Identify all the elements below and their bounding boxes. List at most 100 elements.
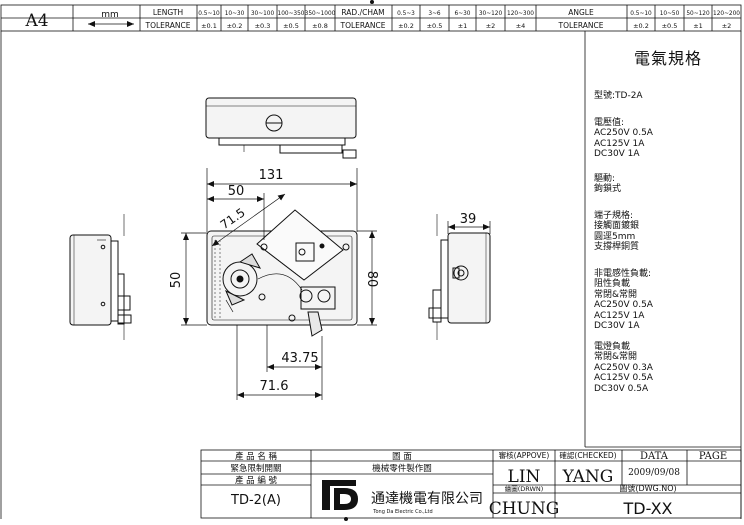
length-range: 0.5~10	[198, 11, 220, 17]
company-logo	[322, 480, 358, 510]
radcham-tolerance: ±0.5	[427, 22, 443, 30]
length-label: LENGTH	[153, 8, 183, 17]
length-tolerance: ±0.3	[255, 22, 271, 30]
spec-noninductive-section: 非電感性負載: 阻性負載 常閉&常開 AC250V 0.5A AC125V 1A…	[594, 269, 742, 332]
electrical-spec-panel: 電氣規格 型號:TD-2A 電壓值: AC250V 0.5A AC125V 1A…	[586, 33, 742, 446]
product-no: TD-2(A)	[230, 493, 281, 508]
dim-width-partial: 50	[228, 184, 245, 199]
dim-side-depth: 39	[460, 212, 477, 227]
company-name: 通達機電有限公司	[371, 491, 483, 507]
radcham-range: 3~6	[428, 11, 441, 17]
tolerance-label-3: TOLERANCE	[557, 21, 603, 30]
front-dimensions	[181, 168, 377, 400]
length-range: 30~100	[251, 11, 275, 17]
spec-lamp-section: 電燈負載 常閉&常開 AC250V 0.3A AC125V 0.5A DC30V…	[594, 342, 742, 395]
drawing-label: 圖 面	[392, 452, 412, 462]
spec-title: 電氣規格	[633, 49, 702, 68]
dim-height-right: 80	[364, 271, 379, 288]
date-value: 2009/09/08	[628, 468, 680, 478]
spec-lamp-line: AC250V 0.3A	[594, 362, 653, 373]
spec-rating-line: AC125V 1A	[594, 138, 645, 149]
page-label: PAGE	[699, 451, 727, 462]
paper-size: A4	[24, 11, 48, 31]
dim-diagonal: 71.5	[218, 205, 248, 232]
angle-range: 10~50	[660, 11, 680, 17]
length-cells: 0.5~10 ±0.1 10~30 ±0.2 30~100 ±0.3 100~350 ±0.5…	[198, 11, 335, 30]
angle-label: ANGLE	[568, 8, 594, 17]
dim-width-total: 131	[259, 168, 284, 183]
spec-rating-section: 電壓值: AC250V 0.5A AC125V 1A DC30V 1A	[594, 118, 742, 160]
radcham-range: 30~120	[479, 11, 503, 17]
spec-lamp-line: DC30V 0.5A	[594, 383, 649, 394]
length-range: 10~30	[225, 11, 245, 17]
length-tolerance: ±0.2	[227, 22, 243, 30]
spec-rating-line: DC30V 1A	[594, 149, 640, 159]
title-block-grid	[200, 449, 742, 519]
dim-bottom-long: 71.6	[260, 379, 289, 394]
angle-range: 120~200	[713, 11, 740, 17]
spec-terminal-line: 支撐桿銅質	[594, 242, 640, 252]
length-tolerance: ±0.5	[283, 22, 299, 30]
radcham-tolerance: ±0.2	[398, 22, 414, 30]
dwg-no-label: 圖號(DWG.NO)	[619, 483, 676, 493]
top-mark-dot	[370, 0, 374, 4]
spec-model-section: 型號:TD-2A	[594, 91, 742, 102]
radcham-tolerance: ±1	[458, 22, 468, 30]
spec-rating-heading: 電壓值:	[594, 117, 625, 128]
radcham-tolerance: ±2	[486, 22, 496, 30]
product-no-label: 產 品 編 號	[235, 475, 278, 486]
tolerance-label-2: TOLERANCE	[339, 21, 385, 30]
left-side-view	[69, 214, 132, 340]
spec-drive-heading: 驅動:	[594, 173, 616, 184]
spec-terminal-heading: 端子規格:	[594, 210, 634, 221]
spec-noninductive-line: 阻性負載	[594, 279, 631, 289]
spec-noninductive-line: AC125V 1A	[594, 310, 645, 321]
length-tolerance: ±0.8	[312, 22, 328, 30]
angle-range: 0.5~10	[630, 11, 652, 17]
spec-lamp-line: AC125V 0.5A	[594, 373, 653, 383]
dim-height-left: 50	[169, 272, 184, 289]
spec-terminal-section: 端子規格: 接觸面鍍銀 圓逕5mm 支撐桿銅質	[594, 211, 742, 253]
drawn-label: 繪圖(DRWN)	[505, 484, 544, 493]
spec-terminal-line: 接觸面鍍銀	[594, 221, 640, 231]
top-view	[205, 97, 357, 159]
right-side-view	[428, 214, 491, 340]
approve-label: 審核(APPOVE)	[499, 450, 550, 460]
spec-model: 型號:TD-2A	[594, 91, 643, 101]
radcham-range: 6~30	[455, 11, 471, 17]
spec-noninductive-line: AC250V 0.5A	[594, 300, 653, 310]
angle-tolerance: ±2	[722, 22, 732, 30]
radcham-label: RAD./CHAM	[341, 8, 384, 17]
drawing-name: 機械零件製作圖	[372, 463, 432, 474]
angle-tolerance: ±0.5	[662, 22, 678, 30]
right-side-dimension	[447, 221, 491, 234]
dim-bottom-short: 43.75	[281, 351, 318, 366]
drawn-name: CHUNG	[489, 499, 560, 519]
company-name-en: Tong Da Electric Co.,Ltd	[372, 509, 432, 515]
length-range: 100~350	[278, 11, 305, 17]
angle-tolerance: ±0.2	[633, 22, 649, 30]
spec-noninductive-line: DC30V 1A	[594, 321, 640, 331]
tolerance-header	[0, 4, 742, 32]
unit-label: mm	[101, 10, 119, 20]
checked-name: YANG	[562, 467, 614, 487]
spec-drive-value: 鉤鎖式	[594, 184, 622, 194]
spec-drive-section: 驅動: 鉤鎖式	[594, 174, 742, 195]
bottom-mark-dot	[344, 517, 348, 521]
angle-tolerance: ±1	[693, 22, 703, 30]
spec-lamp-line: 常閉&常開	[594, 352, 638, 362]
spec-noninductive-line: 常閉&常開	[594, 289, 638, 300]
checked-label: 確認(CHECKED)	[559, 450, 616, 460]
product-name-label: 產 品 名 稱	[235, 451, 278, 462]
radcham-range: 120~300	[507, 11, 534, 17]
spec-rating-line: AC250V 0.5A	[594, 128, 653, 138]
drawing-border	[0, 31, 742, 519]
length-tolerance: ±0.1	[201, 22, 217, 30]
dwg-no: TD-XX	[623, 499, 673, 518]
tolerance-label: TOLERANCE	[144, 21, 190, 30]
approve-name: LIN	[508, 467, 541, 487]
